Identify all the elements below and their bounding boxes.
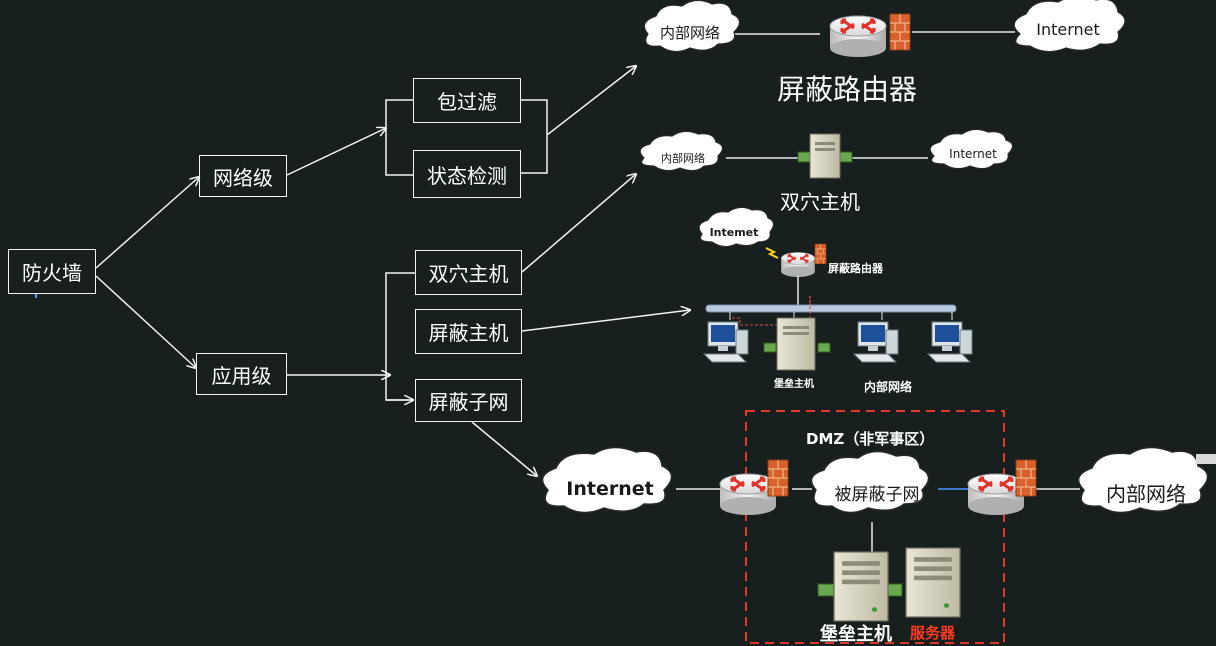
node-application-level: 应用级 bbox=[196, 353, 287, 395]
node-screened-subnet: 屏蔽子网 bbox=[415, 379, 522, 422]
d4-internet-label: Internet bbox=[566, 478, 654, 500]
firewall-icon-inner bbox=[1015, 459, 1037, 497]
dual-homed-server-icon bbox=[797, 133, 853, 179]
scroll-handle[interactable] bbox=[1196, 454, 1216, 464]
tree-connectors bbox=[35, 66, 690, 476]
diagram-screened-host bbox=[698, 206, 973, 371]
bastion-host-icon-4 bbox=[817, 551, 903, 622]
pc-icon bbox=[703, 321, 749, 363]
firewall-icon-3 bbox=[814, 243, 827, 265]
dmz-label: DMZ（非军事区） bbox=[806, 430, 935, 448]
network-bus bbox=[705, 304, 957, 313]
cloud-internet-4 bbox=[541, 446, 673, 514]
firewall-icon bbox=[889, 13, 911, 51]
d4-bastion-label: 堡垒主机 bbox=[820, 624, 892, 645]
pc-icon bbox=[927, 321, 973, 363]
d3-bastion-label: 堡垒主机 bbox=[774, 379, 814, 390]
cloud-internet-1 bbox=[1013, 0, 1126, 53]
node-packet-filter: 包过滤 bbox=[413, 78, 521, 123]
node-dual-homed-host: 双穴主机 bbox=[415, 250, 522, 295]
node-network-level: 网络级 bbox=[199, 155, 287, 197]
d1-internet-label: Internet bbox=[1036, 20, 1100, 39]
node-stateful-inspection: 状态检测 bbox=[413, 150, 521, 198]
d3-inner-network-label: 内部网络 bbox=[864, 380, 913, 394]
cloud-internet-3 bbox=[698, 206, 775, 248]
dmz-boundary bbox=[745, 410, 1005, 644]
router-icon bbox=[828, 14, 888, 59]
pc-icon bbox=[853, 321, 899, 363]
d3-internet-label: Intemet bbox=[709, 226, 759, 239]
cloud-inner-network-4 bbox=[1077, 446, 1209, 514]
d1-inner-network-label: 内部网络 bbox=[659, 24, 720, 42]
d4-inner-network-label: 内部网络 bbox=[1106, 482, 1186, 506]
d4-server-label: 服务器 bbox=[910, 624, 956, 642]
diagram-screening-router bbox=[643, 0, 1126, 59]
node-screened-host: 屏蔽主机 bbox=[415, 309, 522, 354]
d4-screened-net-label: 被屏蔽子网 bbox=[834, 485, 920, 505]
router-icon-3 bbox=[780, 251, 816, 278]
diagram-dual-homed bbox=[639, 128, 1014, 179]
diagram-screened-subnet bbox=[541, 410, 1209, 644]
firewall-icon-outer bbox=[767, 459, 789, 497]
node-firewall: 防火墙 bbox=[8, 249, 96, 294]
d1-caption: 屏蔽路由器 bbox=[777, 73, 918, 106]
d3-router-label: 屏蔽路由器 bbox=[828, 262, 883, 275]
d2-inner-network-label: 内部网络 bbox=[661, 152, 705, 165]
cloud-screened-net bbox=[810, 450, 930, 514]
d2-caption: 双穴主机 bbox=[780, 190, 860, 214]
bastion-host-icon-3 bbox=[763, 317, 831, 371]
cloud-inner-network-1 bbox=[643, 0, 741, 53]
cloud-internet-2 bbox=[929, 128, 1014, 170]
cloud-inner-network-2 bbox=[639, 130, 724, 172]
server-icon-4 bbox=[905, 547, 961, 618]
d2-internet-label: Internet bbox=[949, 147, 997, 161]
